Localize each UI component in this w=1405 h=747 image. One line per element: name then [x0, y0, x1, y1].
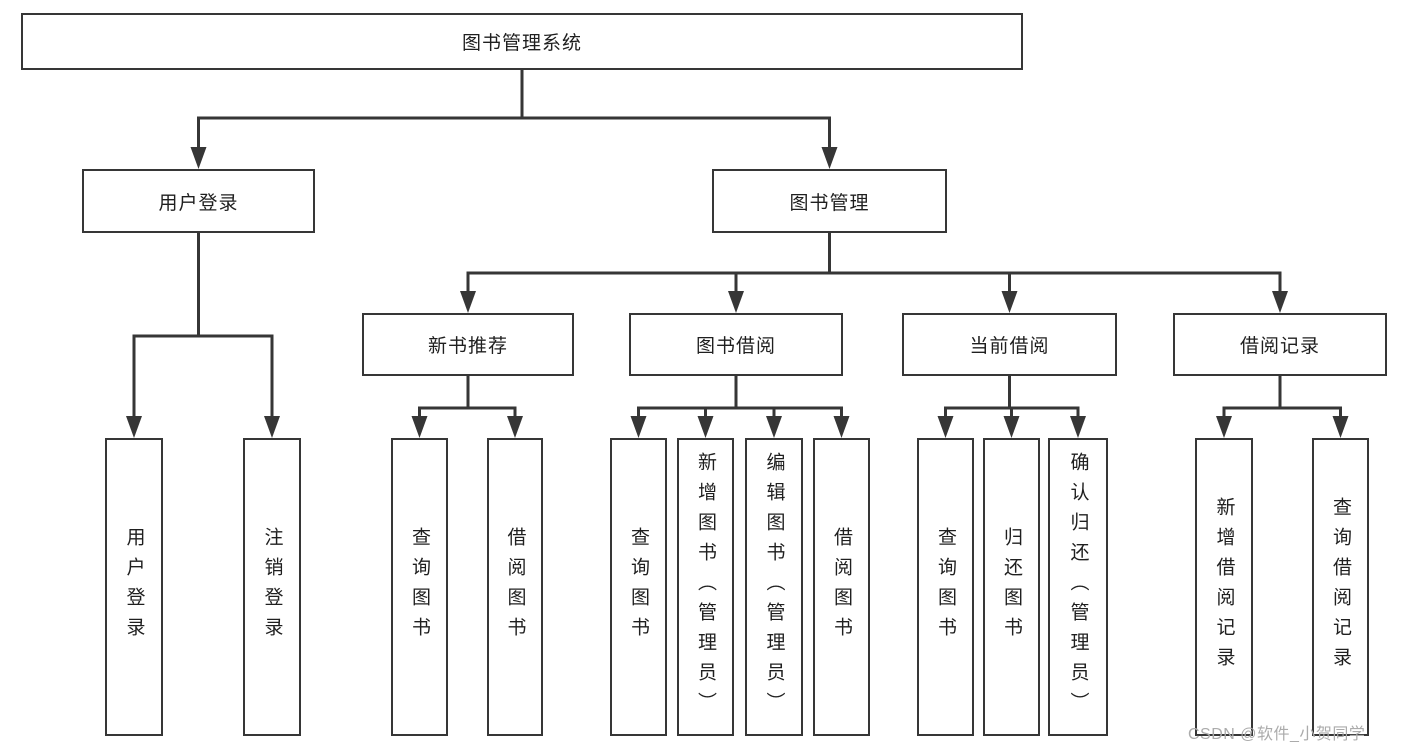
leaf-label: 借阅图书	[504, 527, 526, 647]
leaf-edit-books-admin: 编辑图书（管理员）	[745, 438, 803, 736]
node-book-borrowing: 图书借阅	[629, 313, 843, 376]
leaf-return-books: 归还图书	[983, 438, 1040, 736]
leaf-label: 确认归还（管理员）	[1067, 452, 1089, 722]
node-label: 当前借阅	[969, 336, 1050, 357]
arrowhead-icons	[126, 147, 1349, 438]
node-borrowing-records: 借阅记录	[1173, 313, 1387, 376]
node-label: 图书借阅	[695, 336, 776, 357]
leaf-label: 编辑图书（管理员）	[763, 452, 785, 722]
leaf-add-books-admin: 新增图书（管理员）	[677, 438, 734, 736]
leaf-label: 归还图书	[1001, 527, 1022, 647]
node-label: 借阅记录	[1239, 336, 1320, 357]
node-label: 用户登录	[158, 192, 239, 214]
leaf-label: 查询图书	[409, 527, 430, 647]
leaf-label: 用户登录	[123, 527, 145, 647]
node-library-management-system: 图书管理系统	[21, 13, 1023, 70]
leaf-query-borrowing-record: 查询借阅记录	[1312, 438, 1369, 736]
node-new-book-recommendation: 新书推荐	[362, 313, 574, 376]
leaf-label: 借阅图书	[831, 527, 852, 647]
leaf-label: 注销登录	[261, 527, 283, 647]
csdn-watermark: CSDN @软件_小贺同学	[1188, 726, 1366, 743]
node-user-login: 用户登录	[82, 169, 315, 233]
leaf-label: 查询图书	[935, 527, 956, 647]
leaf-confirm-return-admin: 确认归还（管理员）	[1048, 438, 1108, 736]
leaf-label: 新增图书（管理员）	[695, 452, 716, 722]
leaf-query-books-current: 查询图书	[917, 438, 974, 736]
leaf-label: 新增借阅记录	[1213, 497, 1235, 677]
node-current-borrowing: 当前借阅	[902, 313, 1117, 376]
leaf-logout: 注销登录	[243, 438, 301, 736]
node-book-management: 图书管理	[712, 169, 947, 233]
leaf-borrow-books: 借阅图书	[813, 438, 870, 736]
leaf-label: 查询借阅记录	[1330, 497, 1351, 677]
leaf-label: 查询图书	[628, 527, 649, 647]
node-label: 图书管理	[789, 192, 870, 214]
leaf-borrow-books-recommend: 借阅图书	[487, 438, 543, 736]
leaf-query-books-borrowing: 查询图书	[610, 438, 667, 736]
node-label: 新书推荐	[427, 336, 508, 357]
leaf-query-books-recommend: 查询图书	[391, 438, 448, 736]
leaf-add-borrowing-record: 新增借阅记录	[1195, 438, 1253, 736]
leaf-user-login: 用户登录	[105, 438, 163, 736]
node-label: 图书管理系统	[461, 33, 582, 54]
